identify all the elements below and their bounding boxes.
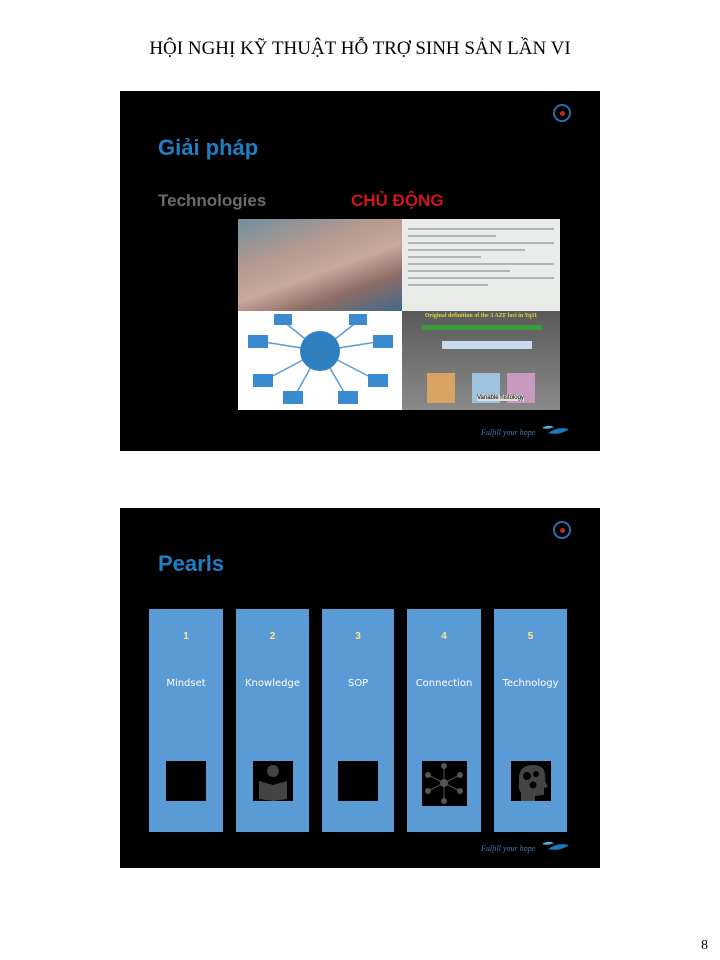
document-image	[402, 219, 560, 311]
head-gears-icon	[510, 761, 551, 801]
surgical-photo	[238, 219, 402, 311]
logo-icon	[553, 104, 571, 122]
azf-title: Original definition of the 3 AZF loci in…	[424, 313, 538, 319]
pearl-number: 5	[527, 631, 534, 642]
slide-title: Giải pháp	[158, 135, 259, 160]
pearl-card: 5 Technology	[494, 609, 567, 832]
azf-diagram-image: Original definition of the 3 AZF loci in…	[402, 311, 560, 410]
pearl-card: 4 Connection	[407, 609, 481, 832]
slide-subtitle: Technologies	[158, 191, 267, 210]
network-image	[238, 311, 402, 410]
pearl-card: 3 SOP	[322, 609, 394, 832]
pearl-label: Mindset	[166, 678, 206, 689]
blank-icon	[338, 761, 378, 801]
logo-icon	[553, 521, 571, 539]
tagline: Fulfill your hope	[481, 428, 536, 437]
blank-icon	[166, 761, 206, 801]
pearl-number: 2	[269, 631, 276, 642]
pearl-label: SOP	[347, 678, 369, 689]
page-number: 8	[701, 938, 708, 953]
azf-label: Variable histology	[477, 395, 524, 401]
pearl-number: 3	[355, 631, 361, 642]
slide-title: Pearls	[158, 551, 225, 576]
pearl-label: Technology	[502, 678, 559, 689]
globe-network-icon	[248, 314, 393, 404]
pearl-number: 4	[441, 631, 447, 642]
slide-pearls: Pearls 1 Mindset 2 Knowledge 3 SOP 4 Con…	[120, 508, 600, 868]
brand-wave-icon	[542, 425, 569, 434]
page-header: HỘI NGHỊ KỸ THUẬT HỖ TRỢ SINH SẢN LẦN VI	[149, 38, 571, 59]
pearl-label: Connection	[415, 678, 473, 689]
pearl-card: 2 Knowledge	[236, 609, 309, 832]
pearl-card: 1 Mindset	[149, 609, 223, 832]
tagline: Fulfill your hope	[481, 844, 536, 853]
highlight-text: CHỦ ĐỘNG	[351, 191, 444, 210]
pearl-number: 1	[183, 631, 189, 642]
brand-wave-icon	[542, 841, 569, 850]
reader-icon	[252, 761, 293, 801]
network-icon	[422, 761, 467, 806]
slide-solutions: Giải pháp Technologies CHỦ ĐỘNG Original…	[120, 91, 600, 451]
pearl-label: Knowledge	[245, 678, 300, 689]
